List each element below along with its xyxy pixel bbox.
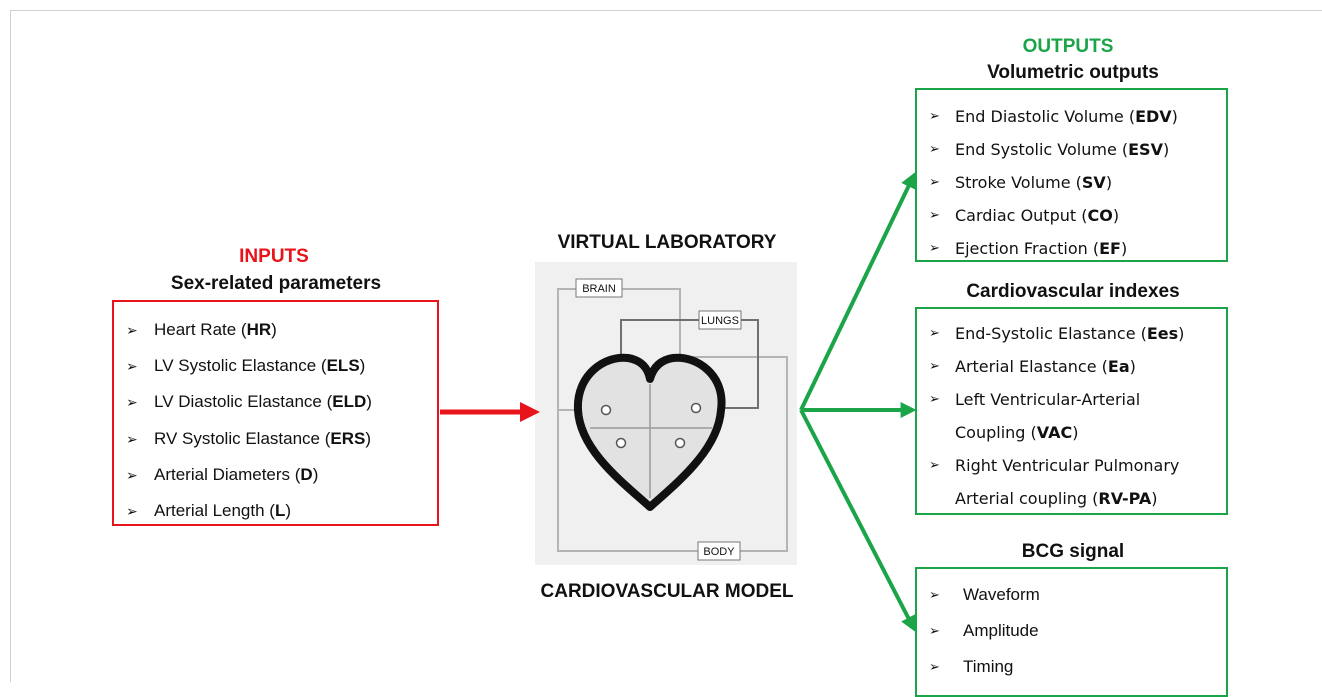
arrow-bullet-icon: ➢: [929, 359, 940, 374]
list-item: ➢End-Systolic Elastance (Ees): [929, 317, 1226, 350]
list-item: ➢Arterial Elastance (Ea): [929, 350, 1226, 383]
body-box: [697, 541, 741, 561]
arrow-bullet-icon: ➢: [929, 109, 940, 124]
bcg-list: ➢Waveform ➢Amplitude ➢Timing: [929, 577, 1226, 685]
list-item: ➢Stroke Volume (SV): [929, 166, 1226, 199]
arrow-bullet-icon: ➢: [929, 208, 940, 223]
arrow-bullet-icon: ➢: [126, 466, 138, 483]
arrow-bullet-icon: ➢: [929, 326, 940, 341]
list-item: ➢End Systolic Volume (ESV): [929, 133, 1226, 166]
outputs-title: OUTPUTS: [1022, 36, 1114, 57]
arrow-bullet-icon: ➢: [929, 623, 940, 638]
list-item: ➢Arterial Length (L): [126, 493, 437, 529]
list-item: ➢Arterial Diameters (D): [126, 457, 437, 493]
volumetric-list: ➢End Diastolic Volume (EDV) ➢End Systoli…: [929, 100, 1226, 265]
diagram-graphics: BRAIN LUNGS BODY: [440, 171, 917, 632]
arrow-bullet-icon: ➢: [126, 430, 138, 447]
figure-border-left: [10, 10, 11, 682]
list-item: ➢RV Systolic Elastance (ERS): [126, 421, 437, 457]
indexes-heading: Cardiovascular indexes: [966, 281, 1180, 302]
arrow-bullet-icon: ➢: [929, 392, 940, 407]
list-item: ➢LV Diastolic Elastance (ELD): [126, 384, 437, 420]
lungs-label: LUNGS: [701, 315, 739, 327]
brain-box: [575, 278, 623, 298]
arrow-bullet-icon: ➢: [929, 142, 940, 157]
model-title-bottom: CARDIOVASCULAR MODEL: [540, 581, 794, 602]
arrow-bullet-icon: ➢: [929, 241, 940, 256]
heart-ports: [600, 402, 702, 449]
arrow-bullet-icon: ➢: [126, 502, 138, 519]
output-arrows: [799, 171, 917, 632]
arrow-bullet-icon: ➢: [929, 659, 940, 674]
list-item: ➢Ejection Fraction (EF): [929, 232, 1226, 265]
list-item: ➢Heart Rate (HR): [126, 312, 437, 348]
arrow-bullet-icon: ➢: [929, 587, 940, 602]
inputs-title: INPUTS: [239, 246, 309, 267]
arrow-bullet-icon: ➢: [126, 394, 138, 411]
arrow-bullet-icon: ➢: [126, 358, 138, 375]
inputs-subtitle: Sex-related parameters: [170, 273, 382, 294]
brain-label: BRAIN: [582, 283, 616, 295]
arrow-bullet-icon: ➢: [929, 458, 940, 473]
body-label: BODY: [703, 546, 735, 558]
model-title-top: VIRTUAL LABORATORY: [557, 232, 777, 253]
inputs-box: ➢Heart Rate (HR) ➢LV Systolic Elastance …: [112, 300, 439, 526]
indexes-list: ➢End-Systolic Elastance (Ees) ➢Arterial …: [929, 317, 1226, 515]
list-item: ➢End Diastolic Volume (EDV): [929, 100, 1226, 133]
list-item: ➢Cardiac Output (CO): [929, 199, 1226, 232]
list-item: ➢Timing: [929, 649, 1226, 685]
list-item: ➢LV Systolic Elastance (ELS): [126, 348, 437, 384]
volumetric-box: ➢End Diastolic Volume (EDV) ➢End Systoli…: [915, 88, 1228, 262]
list-item: ➢Amplitude: [929, 613, 1226, 649]
bcg-box: ➢Waveform ➢Amplitude ➢Timing: [915, 567, 1228, 697]
bcg-heading: BCG signal: [1021, 541, 1125, 562]
inputs-list: ➢Heart Rate (HR) ➢LV Systolic Elastance …: [126, 312, 437, 529]
volumetric-heading: Volumetric outputs: [987, 62, 1159, 83]
figure-border-top: [10, 10, 1322, 11]
list-item: ➢Waveform: [929, 577, 1226, 613]
arrow-bullet-icon: ➢: [929, 175, 940, 190]
arrow-bullet-icon: ➢: [126, 322, 138, 338]
lungs-box: [698, 310, 742, 330]
indexes-box: ➢End-Systolic Elastance (Ees) ➢Arterial …: [915, 307, 1228, 515]
